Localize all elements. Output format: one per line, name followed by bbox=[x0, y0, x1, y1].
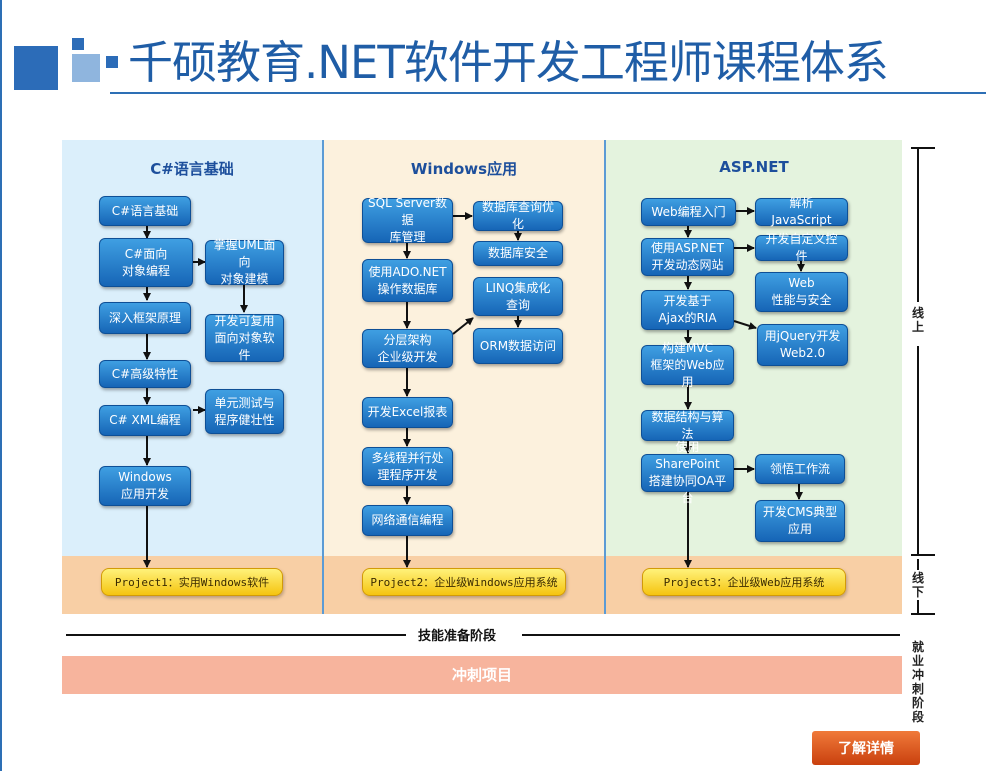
box-orm: ORM数据访问 bbox=[473, 328, 563, 364]
title-underline bbox=[110, 92, 986, 94]
box-ajax-ria: 开发基于 Ajax的RIA bbox=[641, 290, 734, 330]
side-label-employment: 就业冲刺阶段 bbox=[911, 640, 924, 724]
box-db-security: 数据库安全 bbox=[473, 241, 563, 266]
project3-banner: Project3：企业级Web应用系统 bbox=[642, 568, 846, 596]
box-sql-server: SQL Server数据 库管理 bbox=[362, 196, 453, 244]
column-divider bbox=[322, 140, 324, 614]
page-title: 千硕教育.NET软件开发工程师课程体系 bbox=[128, 36, 889, 89]
box-algorithms: 数据结构与算法 bbox=[641, 410, 734, 441]
sprint-project-bar: 冲刺项目 bbox=[62, 656, 902, 694]
box-excel-reports: 开发Excel报表 bbox=[362, 397, 453, 428]
box-web-performance: Web 性能与安全 bbox=[755, 272, 848, 312]
box-unit-testing: 单元测试与 程序健壮性 bbox=[205, 389, 284, 434]
box-jquery: 用jQuery开发 Web2.0 bbox=[757, 324, 848, 366]
skill-phase-line-right bbox=[522, 634, 900, 636]
side-label-offline: 线下 bbox=[911, 571, 924, 599]
box-web-intro: Web编程入门 bbox=[641, 198, 736, 226]
side-label-online: 线上 bbox=[911, 306, 924, 334]
left-edge-line bbox=[0, 0, 2, 771]
box-multithreading: 多线程并行处 理程序开发 bbox=[362, 447, 453, 486]
logo-square-small-right bbox=[106, 56, 118, 68]
box-csharp-xml: C# XML编程 bbox=[99, 405, 191, 436]
logo-square-large bbox=[14, 46, 58, 90]
box-csharp-oop: C#面向 对象编程 bbox=[99, 238, 193, 287]
box-linq: LINQ集成化 查询 bbox=[473, 277, 563, 316]
arrow bbox=[733, 320, 757, 330]
box-javascript: 解析JavaScript bbox=[755, 196, 848, 227]
logo-square-medium bbox=[72, 54, 100, 82]
box-aspnet-dynamic-site: 使用ASP.NET 开发动态网站 bbox=[641, 238, 734, 276]
box-sharepoint: 使用SharePoint 搭建协同OA平台 bbox=[641, 440, 734, 505]
project2-banner: Project2：企业级Windows应用系统 bbox=[362, 568, 566, 596]
column-header-aspnet: ASP.NET bbox=[719, 158, 789, 176]
box-framework-principles: 深入框架原理 bbox=[99, 302, 191, 334]
arrow bbox=[452, 317, 474, 335]
box-cms: 开发CMS典型 应用 bbox=[755, 500, 845, 542]
box-query-optimization: 数据库查询优化 bbox=[473, 200, 563, 231]
box-custom-controls: 开发自定义控件 bbox=[755, 232, 848, 263]
skill-phase-line-left bbox=[66, 634, 406, 636]
box-workflow: 领悟工作流 bbox=[755, 454, 845, 484]
column-divider bbox=[604, 140, 606, 614]
sprint-project-label: 冲刺项目 bbox=[451, 666, 512, 684]
column-header-csharp: C#语言基础 bbox=[150, 160, 234, 178]
box-csharp-basics: C#语言基础 bbox=[99, 196, 191, 226]
column-header-windows: Windows应用 bbox=[410, 160, 518, 178]
box-layered-architecture: 分层架构 企业级开发 bbox=[362, 329, 453, 368]
box-adonet: 使用ADO.NET 操作数据库 bbox=[362, 259, 453, 302]
box-windows-apps: Windows 应用开发 bbox=[99, 466, 191, 506]
box-csharp-advanced: C#高级特性 bbox=[99, 360, 191, 388]
box-mvc: 构建MVC 框架的Web应用 bbox=[641, 341, 734, 389]
logo-square-small-top bbox=[72, 38, 84, 50]
box-network-programming: 网络通信编程 bbox=[362, 505, 453, 536]
skill-phase-label: 技能准备阶段 bbox=[418, 629, 497, 644]
learn-more-button[interactable]: 了解详情 bbox=[812, 731, 920, 765]
project1-banner: Project1：实用Windows软件 bbox=[101, 568, 283, 596]
box-uml-modeling: 掌握UML面向 对象建模 bbox=[205, 238, 284, 286]
box-reusable-software: 开发可复用 面向对象软件 bbox=[205, 314, 284, 362]
